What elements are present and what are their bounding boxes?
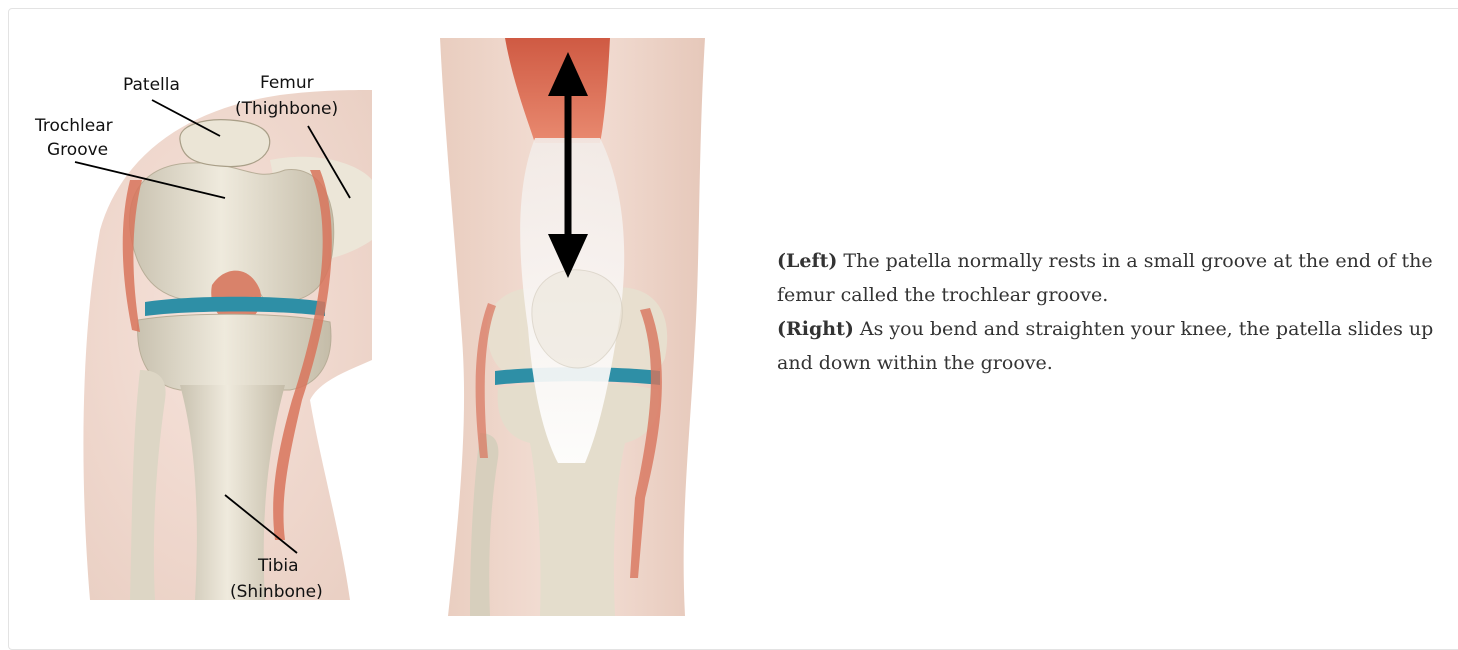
label-femur: Femur bbox=[260, 73, 314, 93]
caption-right-text: As you bend and straighten your knee, th… bbox=[777, 318, 1433, 374]
caption-text: (Left) The patella normally rests in a s… bbox=[777, 244, 1457, 380]
label-patella: Patella bbox=[123, 75, 180, 95]
patella-shape bbox=[180, 120, 270, 167]
label-trochlear-2: Groove bbox=[47, 140, 108, 160]
label-tibia-common: (Shinbone) bbox=[230, 582, 323, 602]
caption-left-tag: (Left) bbox=[777, 250, 837, 272]
label-tibia: Tibia bbox=[257, 556, 299, 576]
knee-front-illustration: Patella Femur (Thighbone) Trochlear Groo… bbox=[20, 40, 410, 620]
label-trochlear-1: Trochlear bbox=[34, 116, 113, 136]
caption-left-text: The patella normally rests in a small gr… bbox=[777, 250, 1433, 306]
knee-motion-illustration bbox=[440, 38, 710, 618]
caption-right-tag: (Right) bbox=[777, 318, 854, 340]
label-femur-common: (Thighbone) bbox=[235, 99, 338, 119]
